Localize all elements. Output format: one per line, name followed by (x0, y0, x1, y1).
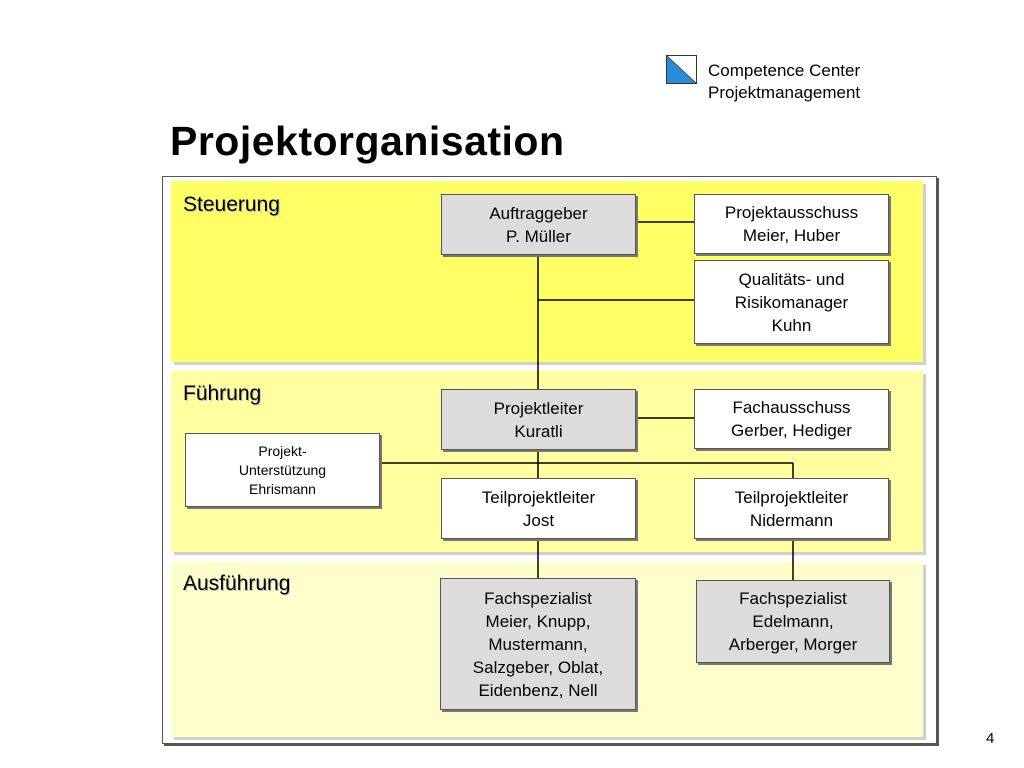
node-unterstuetzung-line-3: Ehrismann (249, 480, 316, 497)
node-qualitaet-line-3: Kuhn (771, 315, 812, 335)
node-tpl-nidermann-line-2: Nidermann (749, 510, 834, 530)
page-title: Projektorganisation (170, 118, 565, 164)
node-fachausschuss-line-1: Fachausschuss (732, 398, 851, 417)
node-unterstuetzung-line-1: Projekt- (258, 442, 307, 459)
band-label-ausfuehrung: Ausführung (183, 572, 291, 595)
node-tpl-nidermann-line-1: Teilprojektleiter (734, 487, 849, 507)
canton-logo-icon (666, 55, 697, 84)
node-teilprojektleiter-nidermann: Teilprojektleiter Nidermann (694, 478, 889, 539)
node-tpl-jost-line-2: Jost (522, 510, 555, 530)
node-fs1-line-4: Salzgeber, Oblat, (472, 657, 604, 677)
node-projektleiter-line-2: Kuratli (514, 421, 563, 441)
node-fs1-line-5: Eidenbenz, Nell (478, 680, 598, 700)
node-auftraggeber-line-1: Auftraggeber (489, 203, 588, 223)
node-projektausschuss-line-2: Meier, Huber (742, 226, 841, 245)
page-number: 4 (986, 730, 995, 747)
node-projektausschuss-line-1: Projektausschuss (724, 203, 859, 222)
node-fachausschuss: Fachausschuss Gerber, Hediger (694, 389, 889, 449)
node-auftraggeber-line-2: P. Müller (506, 226, 571, 246)
node-fs2-line-1: Fachspezialist (739, 589, 847, 608)
node-tpl-jost-line-1: Teilprojektleiter (481, 487, 596, 507)
band-label-fuehrung: Führung (183, 382, 262, 405)
node-projektleiter: Projektleiter Kuratli (441, 389, 636, 450)
node-qualitaet-risiko: Qualitäts- und Risikomanager Kuhn (694, 260, 889, 344)
org-line-2: Projektmanagement (708, 83, 861, 102)
node-projektausschuss: Projektausschuss Meier, Huber (694, 194, 889, 254)
node-auftraggeber: Auftraggeber P. Müller (441, 194, 636, 255)
node-fs2-line-2: Edelmann, (752, 612, 834, 631)
node-fs1-line-3: Mustermann, (488, 634, 588, 654)
node-fachspezialist-2: Fachspezialist Edelmann, Arberger, Morge… (696, 580, 890, 663)
org-name: Competence Center Projektmanagement (708, 60, 860, 104)
node-fs1-line-1: Fachspezialist (484, 588, 592, 608)
node-projektleiter-line-1: Projektleiter (493, 398, 584, 418)
node-fachausschuss-line-2: Gerber, Hediger (731, 421, 852, 440)
node-unterstuetzung-line-2: Unterstützung (238, 461, 327, 478)
node-projekt-unterstuetzung: Projekt- Unterstützung Ehrismann (185, 433, 380, 507)
node-qualitaet-line-1: Qualitäts- und (738, 269, 845, 289)
node-fs2-line-3: Arberger, Morger (728, 635, 858, 654)
node-qualitaet-line-2: Risikomanager (734, 292, 849, 312)
org-line-1: Competence Center (708, 61, 861, 80)
node-teilprojektleiter-jost: Teilprojektleiter Jost (441, 478, 636, 539)
band-label-steuerung: Steuerung (183, 193, 280, 216)
node-fs1-line-2: Meier, Knupp, (485, 611, 591, 631)
node-fachspezialist-1: Fachspezialist Meier, Knupp, Mustermann,… (440, 578, 636, 710)
